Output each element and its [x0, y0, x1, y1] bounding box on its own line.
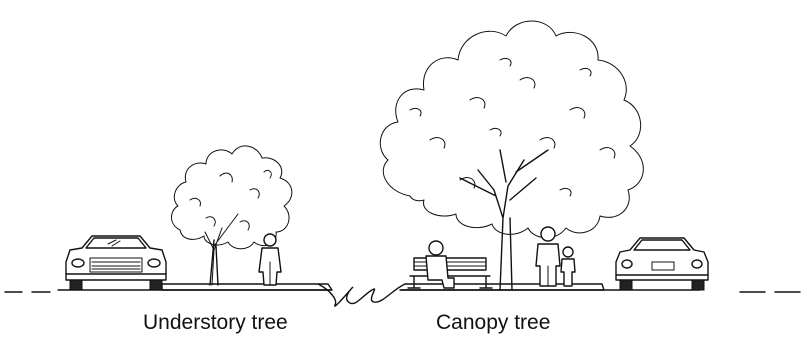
- sidewalk: [162, 284, 604, 290]
- bench-with-person: [408, 241, 492, 288]
- car-right: [616, 238, 708, 290]
- break-mark: [318, 284, 405, 306]
- canopy-tree: [380, 21, 643, 290]
- pedestrian-man: [259, 234, 281, 285]
- caption-canopy-tree: Canopy tree: [436, 311, 550, 335]
- caption-understory-tree: Understory tree: [143, 311, 288, 335]
- car-left: [66, 236, 166, 290]
